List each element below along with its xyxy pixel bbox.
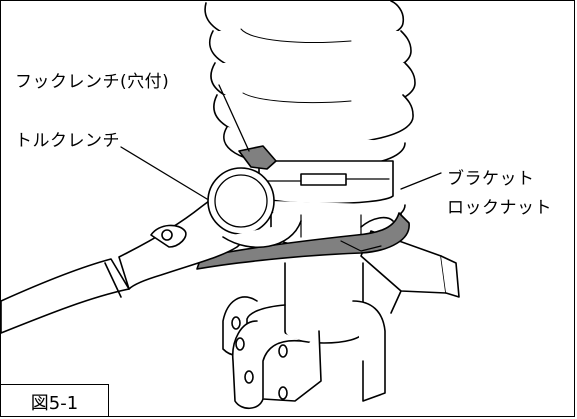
shock-body — [258, 160, 394, 205]
leader-torque-wrench — [120, 146, 208, 200]
lock-nut-label: ロックナット — [447, 198, 552, 218]
leader-lock-nut — [400, 172, 442, 190]
lower-mount — [222, 262, 386, 410]
torque-wrench-label: トルクレンチ — [15, 131, 120, 151]
leader-hook-wrench — [218, 84, 250, 152]
torque-wrench — [1, 167, 302, 334]
coil-spring — [204, 1, 416, 169]
leader-lines — [120, 84, 442, 200]
hook-wrench — [196, 145, 410, 270]
hook-wrench-label: フックレンチ(穴付) — [15, 72, 170, 92]
figure-caption: 図5-1 — [1, 384, 109, 416]
ratchet-switch — [150, 224, 187, 248]
figure-number: 図5-1 — [30, 392, 79, 414]
bracket-label: ブラケット — [447, 169, 535, 189]
